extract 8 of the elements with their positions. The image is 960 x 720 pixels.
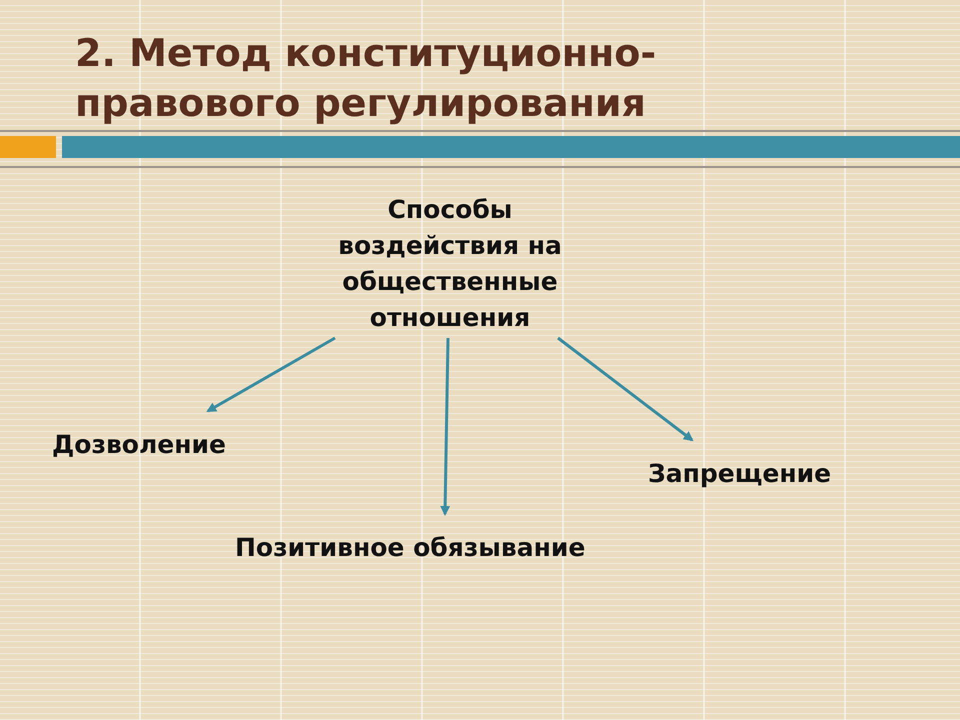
slide-title: 2. Метод конституционно-правового регулирования	[75, 30, 658, 127]
node-text: Позитивное обязывание	[235, 530, 586, 566]
arrow	[440, 338, 450, 516]
arrow	[557, 336, 694, 442]
arrow	[206, 336, 336, 412]
node-text: Запрещение	[648, 456, 832, 492]
node-text: Дозволение	[52, 427, 226, 463]
node-text: Способы воздействия на общественные отношения	[316, 192, 584, 336]
